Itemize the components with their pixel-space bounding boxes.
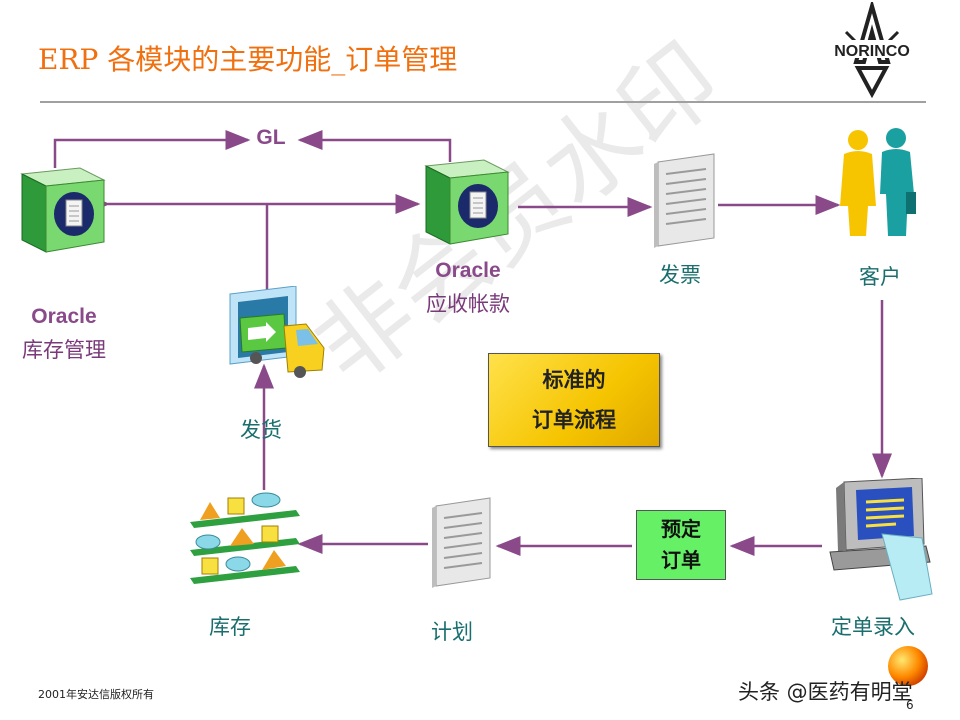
center-box-line1: 标准的 bbox=[542, 368, 606, 392]
norinco-logo-icon: NORINCO bbox=[826, 0, 918, 99]
warehouse-shelf-icon bbox=[186, 488, 302, 590]
server-icon bbox=[420, 152, 512, 248]
sun-logo-icon bbox=[886, 644, 930, 688]
standard-order-process-box: 标准的 订单流程 bbox=[488, 353, 660, 447]
document-icon bbox=[652, 152, 720, 250]
order-box-line2: 订单 bbox=[661, 548, 701, 572]
page-number: 6 bbox=[906, 698, 914, 712]
shipping-label: 发货 bbox=[240, 418, 282, 442]
oracle-ar-en: Oracle bbox=[435, 259, 501, 282]
source-credit: 头条 @医药有明堂 bbox=[738, 680, 913, 704]
inventory-label: 库存 bbox=[209, 615, 251, 639]
oracle-inventory-en: Oracle bbox=[31, 305, 97, 328]
center-box-line2: 订单流程 bbox=[532, 408, 616, 432]
page-title: ERP 各模块的主要功能_订单管理 bbox=[38, 43, 458, 76]
server-icon bbox=[16, 160, 108, 256]
logo-text: NORINCO bbox=[834, 43, 910, 60]
order-entry-label: 定单录入 bbox=[831, 615, 915, 639]
title-divider bbox=[40, 101, 926, 103]
oracle-inventory-cn: 库存管理 bbox=[22, 338, 106, 362]
copyright-footer: 2001年安达信版权所有 bbox=[38, 688, 154, 701]
invoice-label: 发票 bbox=[659, 263, 701, 287]
planning-label: 计划 bbox=[431, 620, 473, 644]
truck-icon bbox=[226, 285, 332, 380]
booked-order-box: 预定 订单 bbox=[636, 510, 726, 580]
document-icon bbox=[430, 496, 494, 590]
gl-label: GL bbox=[256, 126, 286, 149]
oracle-ar-cn: 应收帐款 bbox=[426, 292, 510, 316]
people-icon bbox=[836, 126, 920, 240]
order-box-line1: 预定 bbox=[661, 517, 701, 541]
customer-label: 客户 bbox=[859, 265, 901, 289]
computer-terminal-icon bbox=[826, 477, 938, 604]
